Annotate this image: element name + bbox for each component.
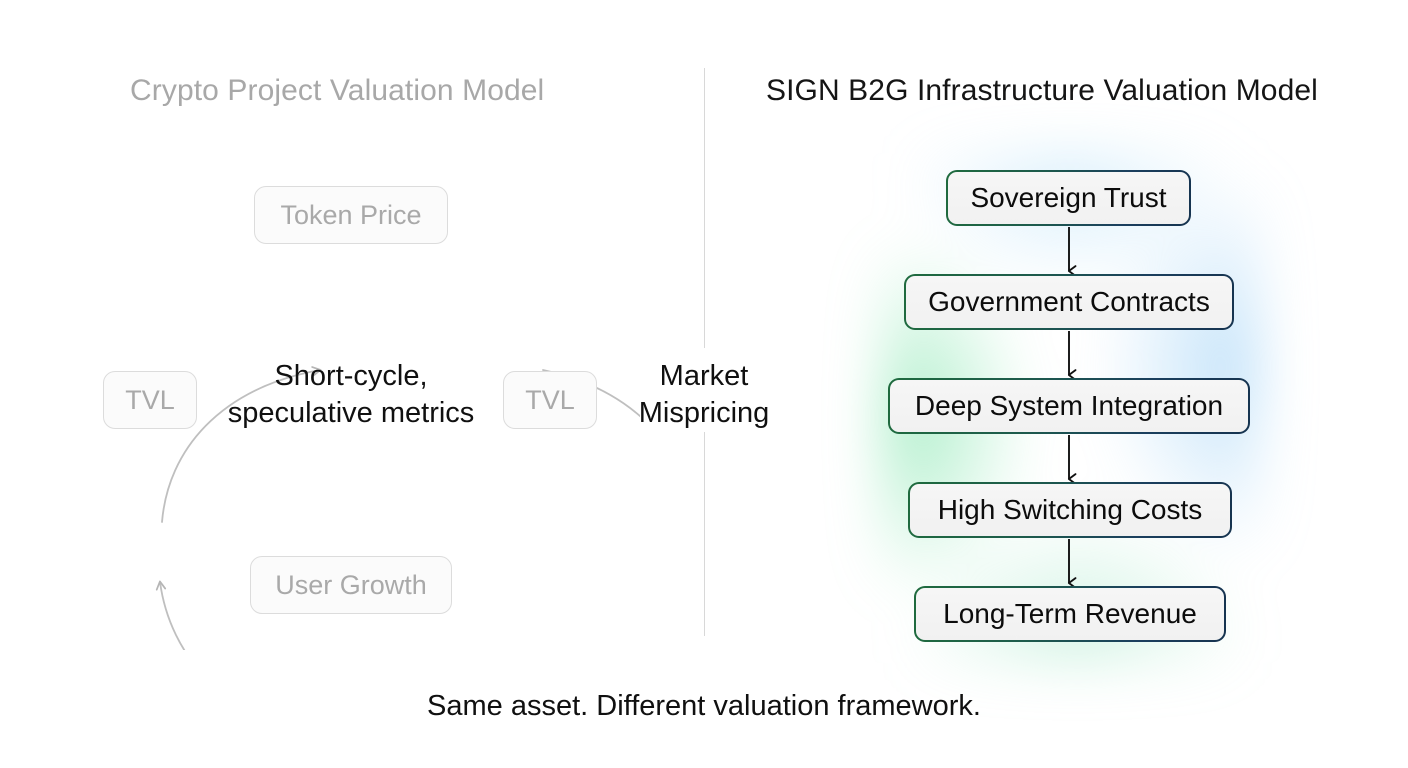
flow-node-deep-system-integration[interactable]: Deep System Integration	[888, 378, 1250, 434]
valuation-flowchart: Sovereign Trust Government Contracts Dee…	[860, 145, 1310, 665]
market-mispricing-line-1: Market	[659, 360, 749, 392]
cycle-center-line-1: Short-cycle,	[274, 360, 428, 392]
arrow-tvl-left-to-token-price	[161, 366, 322, 523]
panel-divider-upper	[704, 68, 705, 348]
cycle-node-tvl-left[interactable]: TVL	[103, 371, 197, 429]
footer-caption: Same asset. Different valuation framewor…	[427, 690, 981, 722]
cycle-node-tvl-right[interactable]: TVL	[503, 371, 597, 429]
market-mispricing-line-2: Mispricing	[638, 397, 770, 429]
market-mispricing-label: Market Mispricing	[612, 358, 796, 432]
cycle-node-token-price[interactable]: Token Price	[254, 186, 448, 244]
left-panel-title: Crypto Project Valuation Model	[130, 74, 545, 107]
arrow-user-growth-to-tvl-left	[155, 580, 186, 650]
panel-divider-lower	[704, 432, 705, 636]
flow-node-sovereign-trust[interactable]: Sovereign Trust	[946, 170, 1191, 226]
arrow-tvl-right-to-user-growth	[550, 588, 640, 650]
cycle-node-user-growth[interactable]: User Growth	[250, 556, 452, 614]
cycle-center-line-2: speculative metrics	[227, 397, 475, 429]
flow-node-high-switching-costs[interactable]: High Switching Costs	[908, 482, 1232, 538]
cycle-center-caption: Short-cycle, speculative metrics	[215, 358, 487, 432]
right-panel-title: SIGN B2G Infrastructure Valuation Model	[766, 74, 1318, 107]
flow-node-government-contracts[interactable]: Government Contracts	[904, 274, 1234, 330]
flow-node-long-term-revenue[interactable]: Long-Term Revenue	[914, 586, 1226, 642]
